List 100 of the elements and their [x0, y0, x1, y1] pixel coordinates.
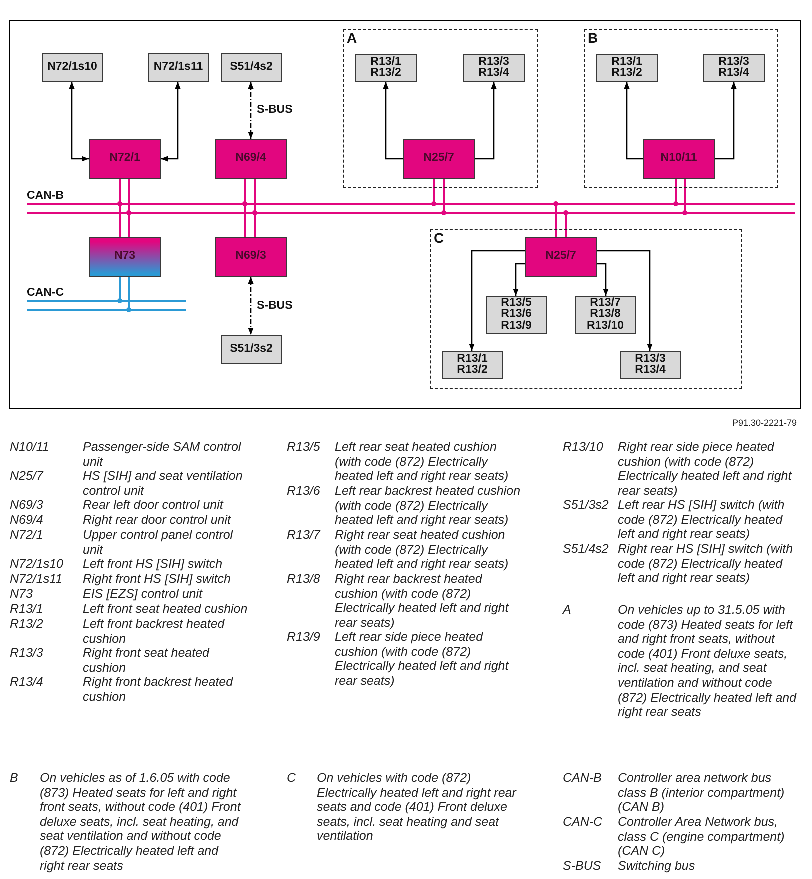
bus-wire: [432, 179, 436, 206]
dashed-frame: [430, 229, 742, 389]
description-text: Controller Area Network bus, class C (engine compartment) (CAN C): [618, 815, 786, 859]
dashed-frame: [584, 29, 778, 188]
bus-wire: [682, 179, 688, 216]
designation-text: S-BUS: [563, 859, 602, 874]
dashed-double-headed-arrow: [248, 277, 254, 335]
designation-text: R13/1: [10, 602, 44, 617]
control-unit-box: N25/7: [525, 237, 597, 277]
description-text: Right front seat heated cushion: [83, 646, 211, 676]
designation-text: R13/9: [287, 630, 320, 645]
data-bus: [27, 299, 186, 312]
description-text: Right rear door control unit: [83, 513, 232, 528]
arrow: [715, 82, 737, 160]
dashed-frame: [343, 29, 538, 188]
control-unit-box: N73: [89, 237, 161, 277]
arrow: [597, 263, 609, 296]
designation-text: R13/8: [287, 572, 320, 587]
description-text: On vehicles with code (872) Electrically heated left and right rear seats and code (401) Front deluxe seats, incl. seat heating and seat ventilation: [317, 771, 517, 844]
description-text: Upper control panel control unit: [83, 528, 234, 558]
double-headed-arrow: [69, 82, 89, 162]
variant-letter: B: [588, 31, 598, 46]
designation-text: B: [10, 771, 18, 786]
designation-text: CAN-B: [563, 771, 602, 786]
description-text: Switching bus: [618, 859, 696, 874]
description-text: Right front HS [SIH] switch: [83, 572, 232, 587]
designation-text: R13/4: [10, 675, 44, 690]
description-text: Passenger-side SAM control unit: [83, 440, 242, 470]
description-text: Left rear side piece heated cushion (with code (872) Electrically heated left and right rear seats): [335, 630, 510, 688]
designation-text: A: [563, 603, 572, 618]
bus-label: CAN-B: [27, 190, 64, 202]
description-text: HS [SIH] and seat ventilation control unit: [83, 469, 244, 498]
designation-text: R13/7: [287, 528, 320, 543]
dashed-double-headed-arrow: [248, 82, 254, 139]
control-unit-box: N72/1: [89, 139, 161, 179]
designation-text: R13/10: [563, 440, 604, 455]
control-unit-box: N69/3: [215, 237, 287, 277]
description-text: Right rear side piece heated cushion (with code (872) Electrically heated left and right rear seats): [618, 440, 794, 498]
designation-text: N72/1s11: [10, 572, 63, 587]
designation-text: R13/5: [287, 440, 320, 455]
description-text: On vehicles up to 31.5.05 with code (873) Heated seats for left and right front seats, without code (401) Front deluxe seats, incl. seat heating, and seat ventilation and without code (872) Electrically heated left and right rear seats: [618, 603, 798, 720]
description-text: Left front seat heated cushion: [83, 602, 249, 617]
edge-label: S-BUS: [256, 104, 294, 116]
double-headed-arrow: [161, 82, 181, 162]
description-text: Left front backrest heated cushion: [83, 617, 226, 646]
edge-label: S-BUS: [256, 300, 294, 312]
component-box: R13/1 R13/2: [355, 54, 417, 82]
bus-wire: [442, 179, 446, 216]
description-text: Left rear seat heated cushion (with code (872) Electrically heated left and right rear seats): [335, 440, 510, 484]
bus-wire: [126, 277, 132, 312]
description-text: On vehicles as of 1.6.05 with code (873) Heated seats for left and right front seats, without code (401) Front deluxe seats, incl. seat heating, and seat ventilation and without code (872) Electrically heated left and right rear seats: [40, 771, 242, 874]
description-text: EIS [EZS] control unit: [83, 587, 204, 602]
designation-text: R13/2: [10, 617, 44, 632]
component-box: S51/4s2: [221, 53, 282, 82]
description-text: Left front HS [SIH] switch: [83, 557, 224, 572]
description-text: Right front backrest heated cushion: [83, 675, 234, 704]
designation-text: CAN-C: [563, 815, 603, 830]
arrow: [469, 250, 525, 351]
designation-text: S51/3s2: [563, 498, 609, 513]
designation-text: C: [287, 771, 296, 786]
component-box: R13/3 R13/4: [620, 351, 681, 379]
bus-wire: [564, 210, 568, 237]
description-text: Rear left door control unit: [83, 498, 225, 513]
bus-wire: [118, 277, 122, 304]
designation-text: N69/3: [10, 498, 44, 513]
arrow: [624, 82, 643, 160]
component-box: R13/5 R13/6 R13/9: [486, 296, 547, 334]
description-text: Right rear HS [SIH] switch (with code (872) Electrically heated left and right rear seats): [618, 542, 794, 586]
description-text: Left rear HS [SIH] switch (with code (872) Electrically heated left and right rear seats): [618, 498, 786, 542]
figure-number: P91.30-2221-79: [732, 418, 797, 428]
arrow: [513, 263, 525, 296]
designation-text: N25/7: [10, 469, 44, 484]
variant-letter: A: [347, 31, 358, 46]
designation-text: N72/1s10: [10, 557, 64, 572]
component-box: R13/3 R13/4: [463, 54, 525, 82]
component-box: R13/1 R13/2: [596, 54, 658, 82]
designation-text: N73: [10, 587, 33, 602]
variant-letter: C: [434, 231, 444, 246]
designation-text: R13/3: [10, 646, 44, 661]
component-box: R13/3 R13/4: [703, 54, 765, 82]
bus-wire: [242, 202, 248, 237]
description-text: Controller area network bus class B (interior compartment) (CAN B): [618, 771, 786, 815]
control-unit-box: N25/7: [403, 139, 475, 179]
component-box: N72/1s11: [148, 53, 209, 82]
arrow: [475, 82, 497, 160]
control-unit-box: N10/11: [643, 139, 715, 179]
designation-text: S51/4s2: [563, 542, 609, 557]
designation-text: N72/1: [10, 528, 44, 543]
data-bus: [27, 202, 795, 215]
description-text: Left rear backrest heated cushion (with code (872) Electrically heated left and right rear seats): [335, 484, 522, 528]
control-unit-box: N69/4: [215, 139, 287, 179]
bus-wire: [674, 179, 678, 206]
description-text: Right rear backrest heated cushion (with code (872) Electrically heated left and right rear seats): [335, 572, 510, 630]
arrow: [597, 250, 653, 351]
designation-text: N10/11: [10, 440, 50, 455]
component-box: R13/7 R13/8 R13/10: [575, 296, 636, 334]
component-box: N72/1s10: [42, 53, 103, 82]
arrow: [383, 82, 403, 160]
description-text: Right rear seat heated cushion (with code (872) Electrically heated left and right rear seats): [335, 528, 510, 572]
component-box: R13/1 R13/2: [442, 351, 503, 379]
